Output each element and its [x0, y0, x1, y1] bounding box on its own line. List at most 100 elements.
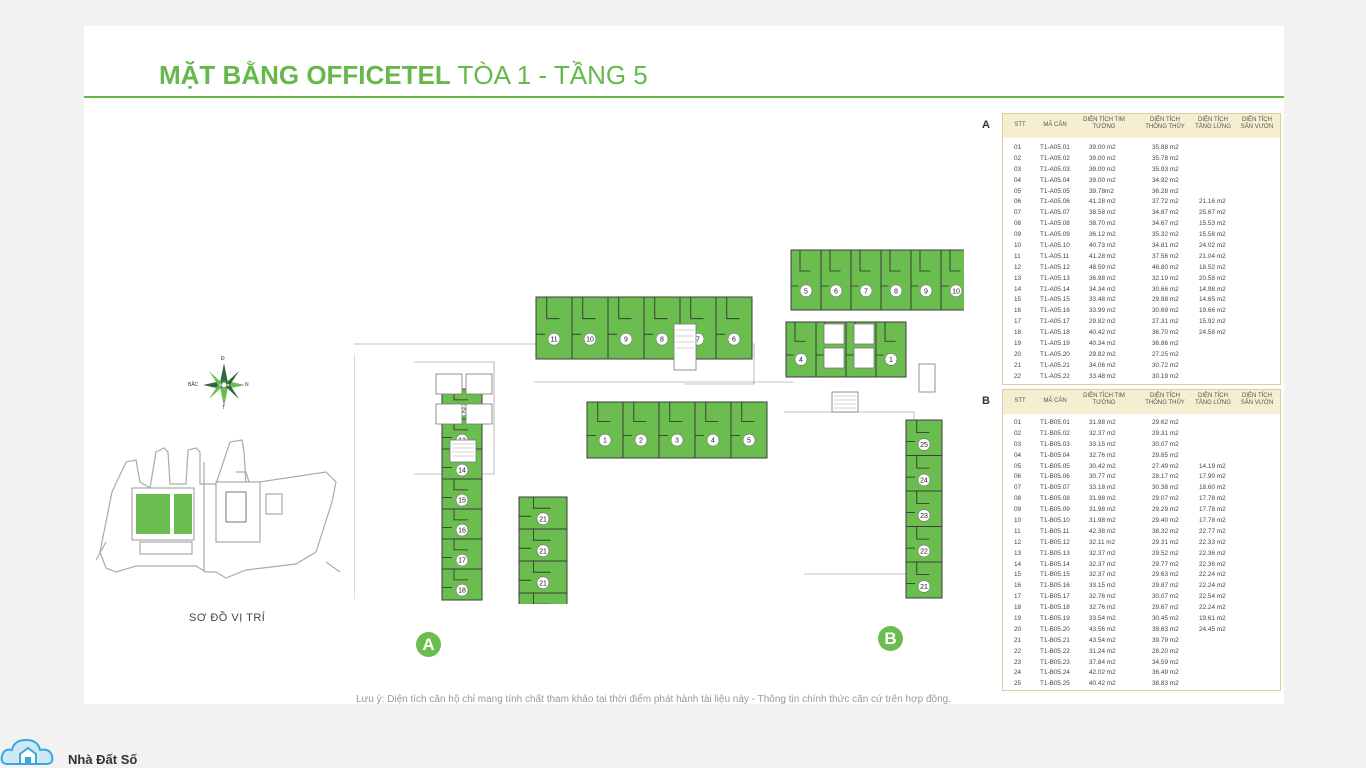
table-cell: 30.38 m2	[1152, 484, 1179, 492]
table-cell: T1-A05.06	[1040, 198, 1070, 206]
unit-number: 5	[747, 438, 751, 445]
table-cell: 33.15 m2	[1089, 440, 1116, 448]
table-a-header-san-vuon: DIỆN TÍCH SÂN VƯỜN	[1240, 117, 1274, 130]
table-cell: 33.15 m2	[1089, 582, 1116, 590]
table-cell: 32.11 m2	[1089, 538, 1116, 546]
disclaimer-note: Lưu ý: Diện tích căn hộ chỉ mang tính ch…	[356, 694, 952, 704]
unit: 6	[715, 296, 753, 360]
table-cell: 41.28 m2	[1089, 252, 1116, 260]
table-cell: 20.58 m2	[1199, 274, 1226, 282]
compass-west: BẮC	[188, 382, 199, 388]
table-cell: 27.25 m2	[1152, 350, 1179, 358]
unit: 16	[441, 508, 483, 541]
unit-number: 4	[799, 357, 803, 364]
table-cell: 37.72 m2	[1152, 198, 1179, 206]
table-cell: 21	[1014, 361, 1022, 369]
table-cell: 20	[1014, 625, 1022, 633]
table-a-header-tang-lung: DIỆN TÍCH TẦNG LỬNG	[1195, 117, 1231, 130]
table-cell: 35.32 m2	[1152, 231, 1179, 239]
table-cell: 38.70 m2	[1089, 220, 1116, 228]
table-cell: 30.69 m2	[1152, 307, 1179, 315]
table-cell: 23	[1014, 658, 1022, 666]
table-cell: T1-A05.20	[1040, 350, 1070, 358]
unit: 25	[905, 419, 943, 457]
table-cell: 39.63 m2	[1152, 625, 1179, 633]
house-cloud-icon	[0, 738, 54, 765]
table-cell: T1-A05.14	[1040, 285, 1070, 293]
table-cell: 07	[1014, 484, 1022, 492]
table-cell: T1-B05.22	[1040, 647, 1070, 655]
unit: 9	[910, 249, 942, 311]
table-cell: 34.87 m2	[1152, 209, 1179, 217]
table-cell: T1-A05.19	[1040, 340, 1070, 348]
table-cell: 41.28 m2	[1089, 198, 1116, 206]
table-cell: 39.79 m2	[1152, 636, 1179, 644]
table-cell: 30.42 m2	[1089, 462, 1116, 470]
table-cell: 15.92 m2	[1199, 318, 1226, 326]
table-cell: 29.98 m2	[1152, 296, 1179, 304]
table-cell: 40.42 m2	[1089, 680, 1116, 688]
table-cell: T1-B05.21	[1040, 636, 1070, 644]
table-cell: 22.77 m2	[1199, 527, 1226, 535]
table-cell: 09	[1014, 231, 1022, 239]
table-cell: 13	[1014, 549, 1022, 557]
table-cell: 29.62 m2	[1152, 419, 1179, 426]
table-cell: 48.59 m2	[1089, 263, 1116, 271]
site-location-map	[96, 439, 341, 579]
table-cell: 35.88 m2	[1152, 144, 1179, 151]
site-caption: SƠ ĐỒ VỊ TRÍ	[189, 612, 266, 624]
table-cell: T1-A05.08	[1040, 220, 1070, 228]
table-cell: T1-B05.13	[1040, 549, 1070, 557]
table-cell: T1-B05.20	[1040, 625, 1070, 633]
table-cell: T1-B05.11	[1040, 527, 1070, 535]
unit: 5	[790, 249, 822, 311]
table-cell: T1-B05.06	[1040, 473, 1070, 481]
table-cell: 02	[1014, 154, 1022, 162]
unit: 4	[785, 321, 817, 378]
table-cell: 29.82 m2	[1089, 350, 1116, 358]
table-cell: 22.24 m2	[1199, 571, 1226, 579]
table-cell: T1-A05.13	[1040, 274, 1070, 282]
table-cell: 08	[1014, 495, 1022, 503]
unit: 21	[905, 561, 943, 599]
unit-number: 10	[952, 288, 960, 295]
table-cell: T1-A05.12	[1040, 263, 1070, 271]
table-cell: 01	[1014, 419, 1022, 426]
compass-north: Đ	[221, 356, 225, 362]
unit-number: 1	[889, 357, 893, 364]
table-cell: 15.53 m2	[1199, 220, 1226, 228]
table-a: STT MÃ CĂN DIỆN TÍCH TIM TƯỜNG DIỆN TÍCH…	[1002, 113, 1281, 385]
table-cell: 40.34 m2	[1089, 340, 1116, 348]
unit-number: 1	[603, 438, 607, 445]
table-cell: 31.98 m2	[1089, 495, 1116, 503]
table-cell: 03	[1014, 165, 1022, 173]
table-cell: 13	[1014, 274, 1022, 282]
unit-number: 8	[660, 337, 664, 344]
table-cell: T1-A05.10	[1040, 242, 1070, 250]
unit: 21	[518, 496, 568, 530]
table-cell: 28.20 m2	[1152, 647, 1179, 655]
table-a-header-ma-can: MÃ CĂN	[1043, 122, 1067, 128]
table-cell: 35.78 m2	[1152, 154, 1179, 162]
table-cell: T1-B05.05	[1040, 462, 1070, 470]
unit: 8	[880, 249, 912, 311]
table-cell: 20	[1014, 350, 1022, 358]
table-cell: T1-B05.19	[1040, 615, 1070, 623]
